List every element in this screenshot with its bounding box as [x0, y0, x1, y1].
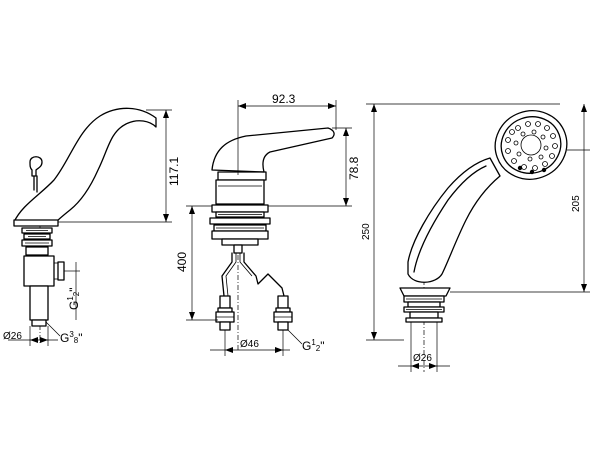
spout-diameter-label: Ø26	[3, 331, 22, 342]
spout-height-label: 117.1	[167, 157, 181, 186]
spout-side-thread-label: G12"	[66, 287, 81, 310]
mixer-diameter-label: Ø46	[240, 339, 259, 350]
shower-head-height-label: 205	[571, 195, 582, 212]
spout-inlet-thread-label: G38"	[60, 330, 83, 345]
mixer-width-label: 92.3	[272, 92, 296, 106]
mixer-height-label: 78.8	[347, 156, 361, 180]
mixer-thread-label: G12"	[302, 338, 325, 353]
shower-diameter-label: Ø26	[413, 353, 432, 364]
shower-nozzles	[505, 121, 558, 175]
hose-length-label: 400	[175, 252, 189, 272]
shower-total-height-label: 250	[361, 223, 372, 240]
spout-drawing	[8, 107, 172, 346]
mixer-drawing	[186, 100, 352, 356]
hand-shower-drawing	[366, 103, 590, 372]
